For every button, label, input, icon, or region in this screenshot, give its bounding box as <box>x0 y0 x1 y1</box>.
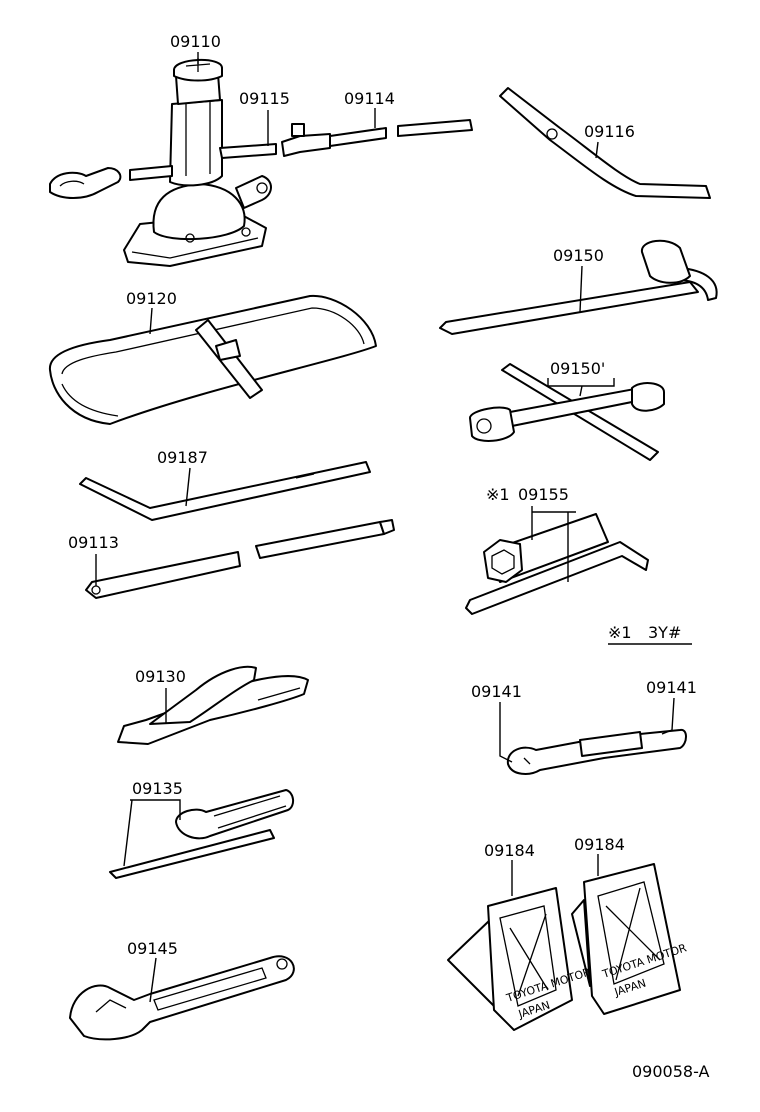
label-09113: 09113 <box>68 533 119 552</box>
label-09155-marker: ※1 <box>486 485 510 504</box>
tool-bag <box>48 294 377 425</box>
label-09130: 09130 <box>135 667 186 686</box>
label-09187: 09187 <box>157 448 208 467</box>
cross-wrench <box>469 363 665 461</box>
wheel-chock-left <box>447 887 573 1031</box>
label-09120: 09120 <box>126 289 177 308</box>
footnote-text: 3Y# <box>648 623 681 642</box>
label-09184-left: 09184 <box>484 841 535 860</box>
label-09110: 09110 <box>170 32 221 51</box>
label-09135: 09135 <box>132 779 183 798</box>
wheel-nut-wrench <box>499 87 711 199</box>
box-wrench <box>465 513 649 615</box>
open-wrench <box>506 728 687 775</box>
jack-handle-extension <box>85 519 395 599</box>
wheel-chock-right <box>571 863 681 1015</box>
label-09116: 09116 <box>584 122 635 141</box>
label-09114: 09114 <box>344 89 395 108</box>
screwdriver <box>109 789 294 879</box>
part-labels: 09110 09115 09114 09116 09120 09150 0915… <box>68 32 697 958</box>
jack-handle-bar <box>79 461 371 521</box>
label-09115: 09115 <box>239 89 290 108</box>
jack-handle <box>49 143 277 199</box>
label-09155: 09155 <box>518 485 569 504</box>
adjustable-wrench <box>69 955 295 1041</box>
leader-lines <box>95 52 692 1003</box>
pliers <box>117 665 309 745</box>
label-09184-right: 09184 <box>574 835 625 854</box>
label-09145: 09145 <box>127 939 178 958</box>
jack <box>123 58 272 267</box>
illustration-code: 090058-A <box>632 1062 710 1081</box>
label-09150-prime: 09150' <box>550 359 605 378</box>
socket-wrench <box>439 239 718 335</box>
footnote-marker: ※1 <box>608 623 632 642</box>
label-09150: 09150 <box>553 246 604 265</box>
jack-extension <box>281 119 473 157</box>
label-09141-right: 09141 <box>646 678 697 697</box>
label-09141-left: 09141 <box>471 682 522 701</box>
